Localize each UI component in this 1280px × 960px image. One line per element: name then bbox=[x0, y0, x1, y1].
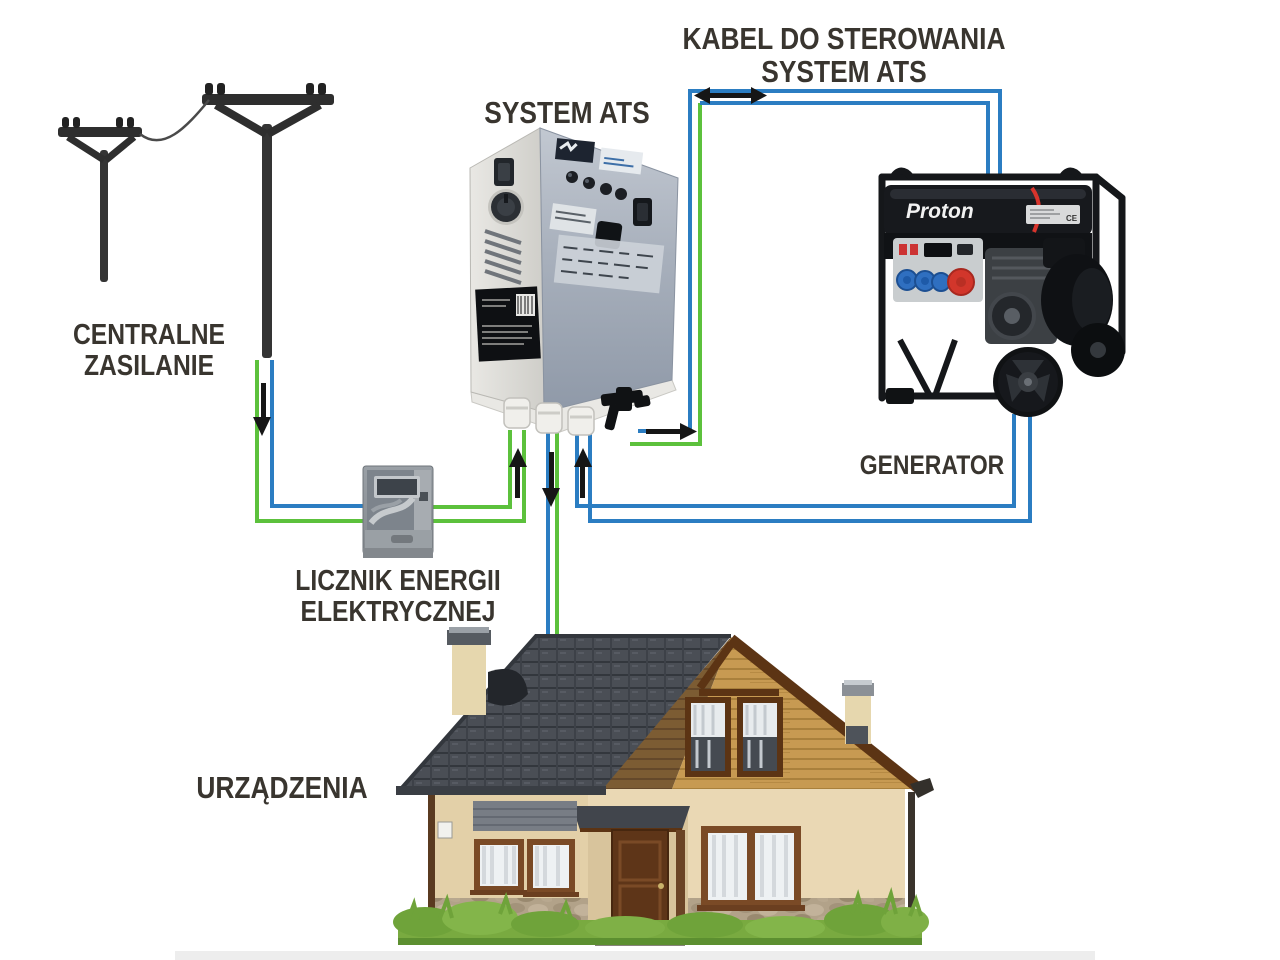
bottom-edge-strip bbox=[175, 951, 1095, 960]
arrow-bidirectional-control-icon bbox=[694, 87, 767, 104]
sag-wire bbox=[139, 99, 210, 142]
porch-post bbox=[676, 830, 685, 932]
mains-label-line2: ZASILANIE bbox=[83, 350, 215, 383]
control-cable-label-line1: KABEL DO STEROWANIA bbox=[682, 21, 1006, 56]
ats-label: SYSTEM ATS bbox=[484, 95, 650, 130]
meter-display bbox=[374, 476, 420, 498]
arrow-up-generator-to-ats-icon bbox=[574, 448, 592, 498]
window-left-2 bbox=[523, 839, 579, 897]
utility-pole-large bbox=[202, 83, 334, 358]
generator-wheel-icon bbox=[993, 323, 1125, 417]
chimney-left bbox=[447, 627, 528, 715]
generator-label: GENERATOR bbox=[859, 450, 1005, 480]
insulator-icons bbox=[62, 117, 134, 128]
ats-buttons bbox=[566, 171, 627, 200]
blue-cables bbox=[270, 89, 1032, 648]
ats-cable-glands bbox=[503, 397, 595, 436]
chimney-right bbox=[842, 680, 874, 744]
arrow-down-ats-to-house-icon bbox=[542, 452, 560, 507]
house bbox=[393, 627, 934, 946]
shutter-box bbox=[473, 801, 577, 831]
generator-brand-text: Proton bbox=[906, 200, 974, 223]
generator: CE Proton bbox=[878, 167, 1126, 417]
insulator-icons bbox=[205, 83, 326, 95]
arrow-right-control-icon bbox=[646, 423, 697, 440]
control-cable-label: KABEL DO STEROWANIA SYSTEM ATS bbox=[682, 22, 1005, 89]
grass bbox=[393, 887, 929, 945]
gable-wood bbox=[672, 637, 920, 789]
window-right bbox=[697, 826, 805, 911]
energy-meter bbox=[362, 465, 434, 558]
control-cable-green-segment bbox=[630, 103, 702, 446]
porch-roof bbox=[572, 806, 690, 830]
roof bbox=[400, 636, 731, 790]
meter-label-line1: LICZNIK ENERGII bbox=[295, 565, 501, 597]
gutter-elbow bbox=[910, 778, 934, 798]
meter-label: LICZNIK ENERGII ELEKTRYCZNEJ bbox=[295, 565, 501, 629]
ats-control-connector bbox=[600, 387, 651, 431]
mains-cable-blue bbox=[270, 360, 400, 508]
generator-feed-cable-2 bbox=[588, 416, 1032, 523]
utility-pole-small bbox=[58, 117, 142, 282]
window-left-1 bbox=[470, 839, 528, 895]
arrow-down-mains-icon bbox=[253, 383, 271, 436]
gable-window bbox=[685, 697, 731, 777]
mains-label: CENTRALNE ZASILANIE bbox=[72, 319, 226, 383]
ats-knob-icon bbox=[488, 189, 524, 225]
meter-to-ats-cable-green bbox=[400, 430, 512, 509]
ats-side-label bbox=[475, 286, 541, 362]
generator-frame bbox=[878, 167, 1126, 402]
ats-vents bbox=[484, 229, 522, 285]
mains-label-line1: CENTRALNE bbox=[72, 319, 226, 351]
meter-label-line2: ELEKTRYCZNEJ bbox=[300, 596, 496, 629]
control-cable-label-line2: SYSTEM ATS bbox=[761, 54, 927, 90]
arrow-up-meter-to-ats-icon bbox=[509, 448, 527, 498]
gable-window bbox=[737, 697, 783, 777]
ats-box bbox=[469, 127, 679, 436]
ce-mark: CE bbox=[1066, 214, 1078, 223]
generator-socket-panel bbox=[893, 238, 983, 302]
control-cable-inner bbox=[700, 101, 990, 176]
generator-feed-cable-1 bbox=[575, 414, 1016, 508]
flow-arrows bbox=[253, 87, 767, 507]
devices-label: URZĄDZENIA bbox=[196, 770, 368, 805]
